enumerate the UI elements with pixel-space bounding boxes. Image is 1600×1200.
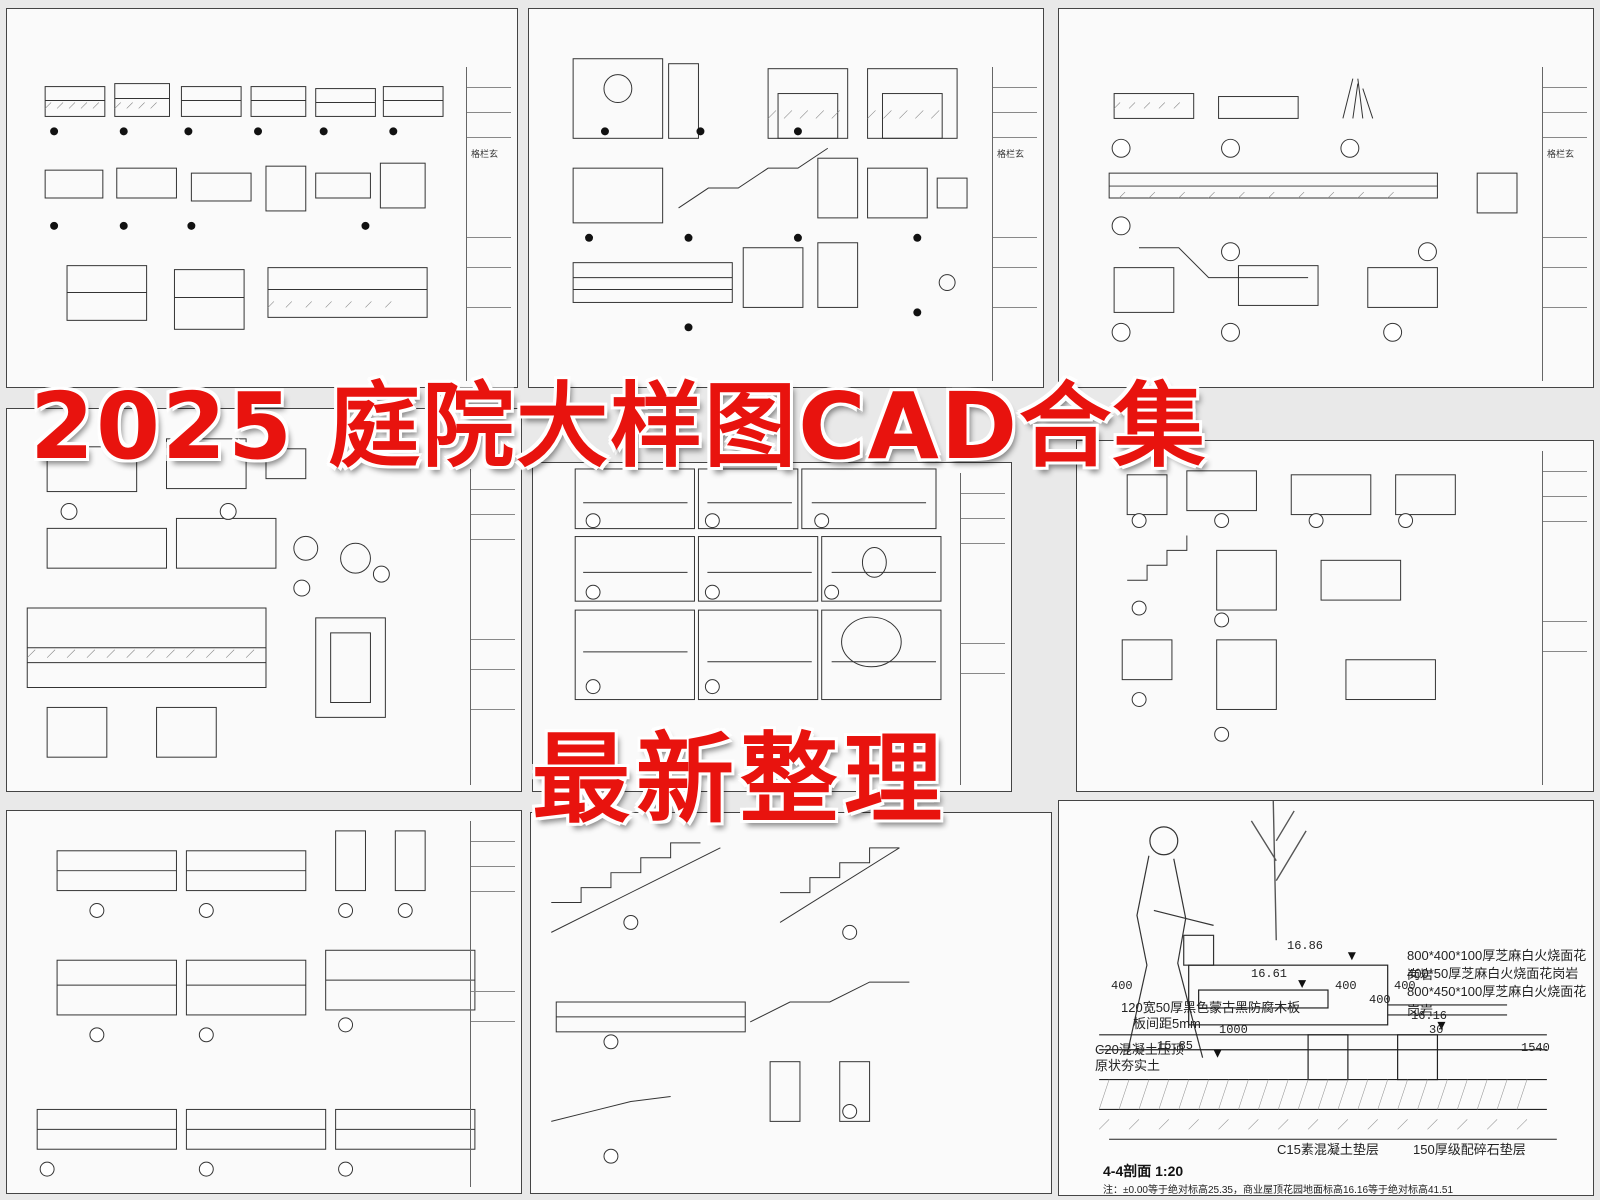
material-note: 800*400*100厚芝麻白火烧面花岗岩 (1407, 948, 1587, 982)
title-block (960, 473, 1005, 785)
elevation-label: 16.16 (1411, 1009, 1448, 1023)
title-block-label: 格栏玄 (471, 150, 499, 160)
section-footnote: 注：±0.00等于绝对标高25.35，商业屋顶花园地面标高16.16等于绝对标高… (1103, 1185, 1454, 1196)
drawing-sheet: 格栏玄 (528, 8, 1044, 388)
cad-details (36, 830, 476, 1177)
material-note: 120宽50厚黑色蒙古黑防腐木板 (1121, 1000, 1301, 1015)
dimension-label: 1000 (1219, 1023, 1248, 1037)
dimension-label: 400 (1394, 979, 1416, 993)
section-drawing (1098, 801, 1557, 1140)
cad-details (574, 468, 942, 701)
cad-details (26, 438, 390, 758)
drawing-sheet: 格栏玄 (1058, 8, 1594, 388)
dimension-label: 400 (1335, 979, 1357, 993)
title-block (470, 469, 515, 785)
drawing-sheet (530, 812, 1052, 1194)
cad-details (44, 83, 444, 330)
cad-details (572, 58, 968, 332)
material-note: C20混凝土压顶 (1095, 1042, 1184, 1057)
headline-main: 2025 庭院大样图CAD合集 (27, 371, 1208, 483)
material-note: 400*50厚芝麻白火烧面花岗岩 (1407, 966, 1579, 981)
section-title: 4-4剖面 1:20 (1103, 1163, 1184, 1179)
elevation-label: 16.86 (1287, 939, 1324, 953)
dimension-label: 400 (1111, 979, 1133, 993)
material-note: 150厚级配碎石垫层 (1413, 1142, 1526, 1157)
material-note: 板间距5mm (1133, 1016, 1201, 1031)
title-block (1542, 451, 1587, 785)
dimension-label: 30 (1429, 1023, 1444, 1037)
title-block-label: 格栏玄 (1547, 150, 1575, 160)
elevation-label: 15.85 (1157, 1039, 1194, 1053)
drawing-sheet (532, 462, 1012, 792)
material-note: 800*450*100厚芝麻白火烧面花岗岩 (1407, 984, 1587, 1018)
material-note: C15素混凝土垫层 (1277, 1142, 1379, 1157)
elevation-label: 16.61 (1251, 967, 1288, 981)
title-block (470, 821, 515, 1187)
material-note: 原状夯实土 (1095, 1058, 1161, 1073)
cad-details (1121, 470, 1456, 742)
drawing-sheet (6, 810, 522, 1194)
title-block: 格栏玄 (1542, 67, 1587, 381)
title-block: 格栏玄 (992, 67, 1037, 381)
cad-details (1108, 78, 1518, 342)
cad-details (551, 842, 910, 1164)
headline-sub: 最新整理 (529, 721, 949, 840)
title-block-label: 格栏玄 (997, 150, 1025, 160)
dimension-label: 400 (1369, 993, 1391, 1007)
drawing-sheet: 格栏玄 (6, 8, 518, 388)
section-drawing-sheet: 16.86 16.61 16.16 15.85 400 400 1000 400… (1058, 800, 1594, 1196)
drawing-sheet (6, 408, 522, 792)
drawing-sheet (1076, 440, 1594, 792)
title-block: 格栏玄 (466, 67, 511, 381)
dimension-label: 1540 (1521, 1041, 1550, 1055)
